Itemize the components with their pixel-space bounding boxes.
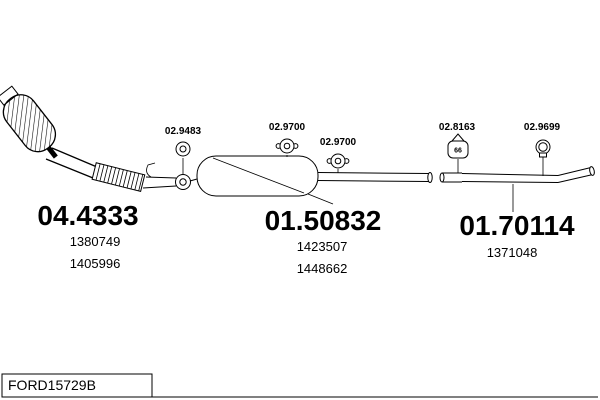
flex-pipe xyxy=(91,162,146,192)
main-part-centre: 01.50832 1423507 1448662 xyxy=(265,205,382,276)
flange-gasket-icon xyxy=(326,153,350,169)
mid-pipe-lower xyxy=(142,185,177,189)
footer-reference: FORD15729B xyxy=(1,373,598,398)
catalytic-converter xyxy=(0,85,58,159)
pipe-flange-ring xyxy=(175,174,191,190)
part-number: 04.4333 xyxy=(37,200,138,231)
centre-pipe-end xyxy=(427,172,433,183)
part-number: 01.70114 xyxy=(459,210,575,241)
mid-pipe xyxy=(145,176,177,179)
hanger-hook xyxy=(146,162,156,178)
exhaust-drawing xyxy=(0,85,595,212)
oem-number: 1380749 xyxy=(70,234,121,249)
part-number: 01.50832 xyxy=(265,205,382,236)
small-part-label-3: 02.9700 xyxy=(320,137,357,148)
small-part-label-2: 02.9700 xyxy=(269,122,306,133)
flange-gasket-icon xyxy=(275,138,299,154)
rear-pipe xyxy=(439,166,595,183)
centre-tailpipe xyxy=(317,172,430,182)
oem-number: 1405996 xyxy=(70,256,121,271)
flange-to-muffler xyxy=(189,178,198,182)
front-pipe-lower xyxy=(45,158,94,179)
pipe-clamp-icon xyxy=(535,139,551,158)
main-part-rear: 01.70114 1371048 xyxy=(459,210,575,260)
oem-number: 1448662 xyxy=(297,261,348,276)
small-part-label-1: 02.9483 xyxy=(165,126,202,137)
rubber-hanger-icon: 66 xyxy=(447,133,469,159)
oem-number: 1371048 xyxy=(487,245,538,260)
front-pipe xyxy=(51,147,98,168)
oem-number: 1423507 xyxy=(297,239,348,254)
small-part-label-5: 02.9699 xyxy=(524,122,561,133)
small-part-label-4: 02.8163 xyxy=(439,122,476,133)
gasket-ring-icon xyxy=(175,141,191,157)
footer-box xyxy=(1,373,153,398)
footer-code: FORD15729B xyxy=(8,377,96,393)
centre-muffler xyxy=(196,155,334,205)
hanger-icon-text: 66 xyxy=(454,148,462,155)
main-part-front: 04.4333 1380749 1405996 xyxy=(37,200,138,271)
